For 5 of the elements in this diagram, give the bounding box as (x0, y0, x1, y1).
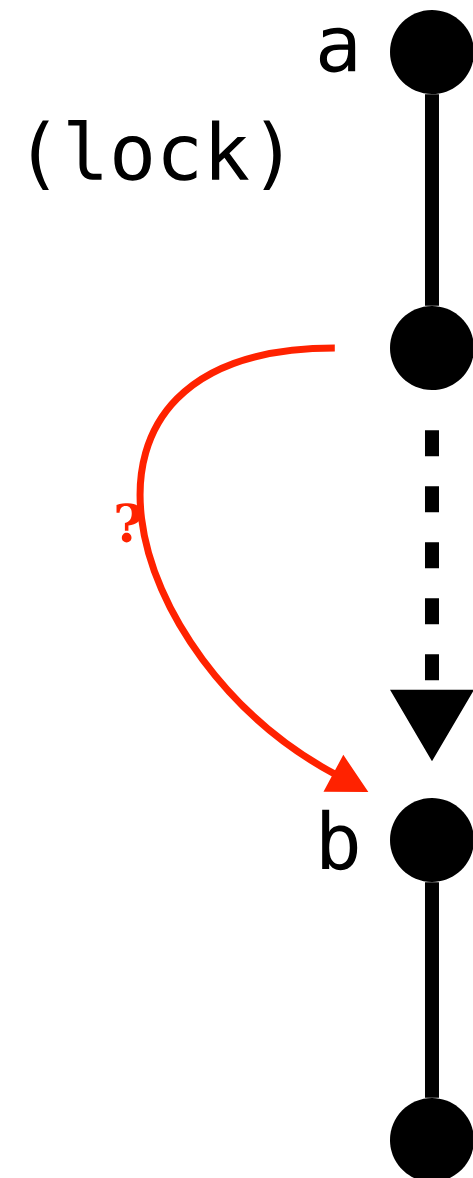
node-label: (lock) (31, 120, 281, 190)
node-label: b (322, 809, 358, 871)
node-label: a (319, 27, 356, 73)
connector-line (425, 882, 439, 1098)
connector-line (425, 94, 439, 306)
